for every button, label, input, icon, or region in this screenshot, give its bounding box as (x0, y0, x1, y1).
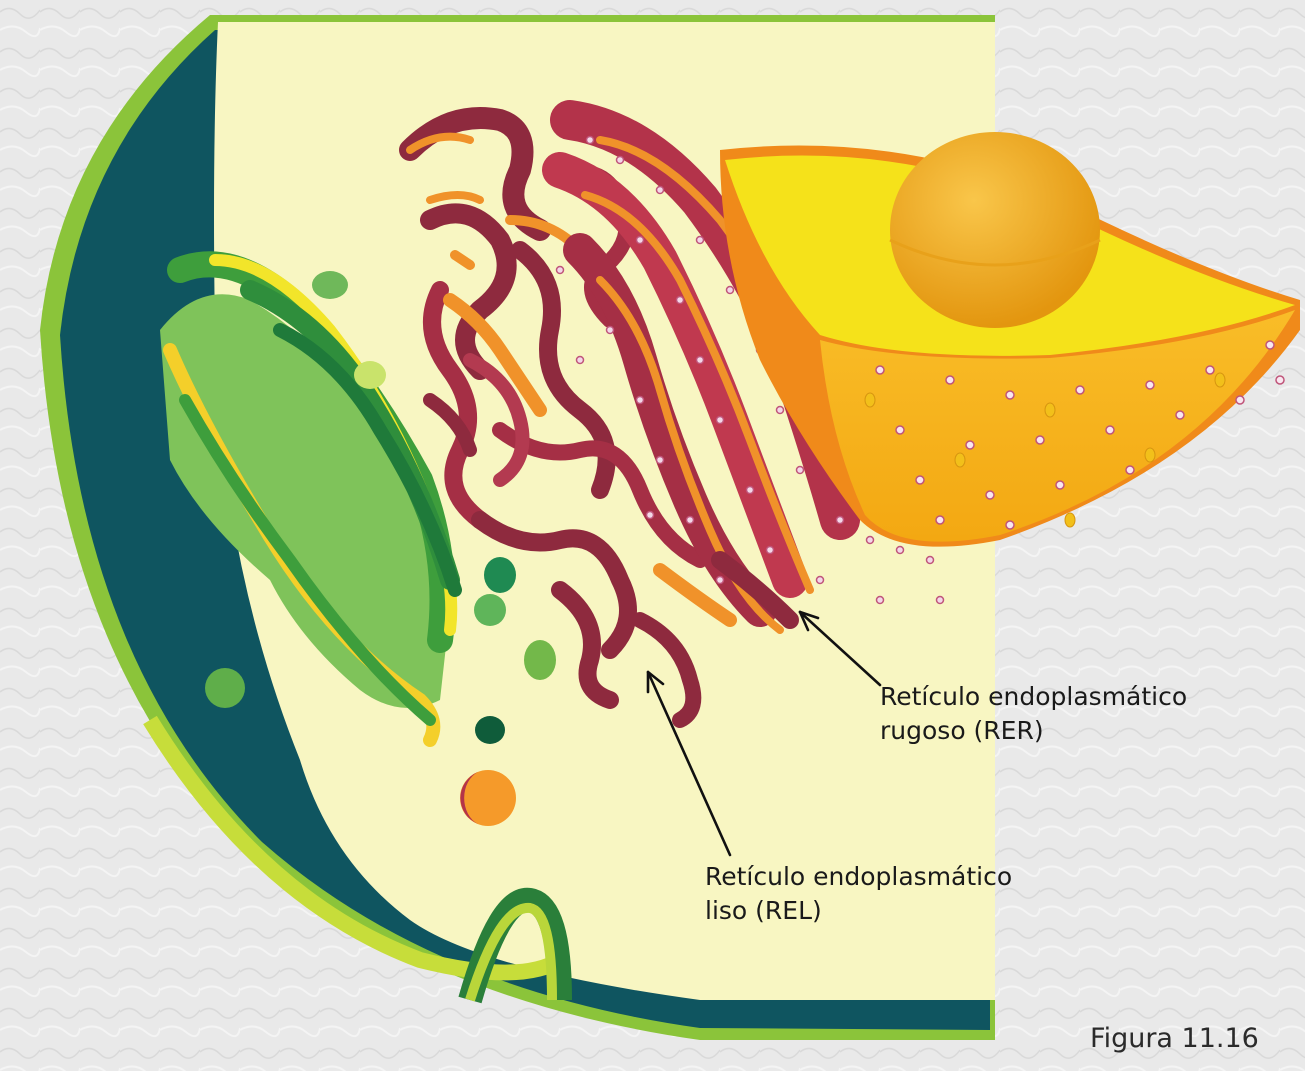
rer-label-line1: Retículo endoplasmático (880, 680, 1187, 714)
rel-label-line2: liso (REL) (705, 894, 1012, 928)
figure-caption: Figura 11.16 (1090, 1022, 1259, 1056)
rer-label-line2: rugoso (RER) (880, 714, 1187, 748)
nucleolus (890, 132, 1100, 328)
lysosome (460, 770, 516, 826)
rel-label: Retículo endoplasmático liso (REL) (705, 860, 1012, 928)
rel-label-line1: Retículo endoplasmático (705, 860, 1012, 894)
rer-label: Retículo endoplasmático rugoso (RER) (880, 680, 1187, 748)
